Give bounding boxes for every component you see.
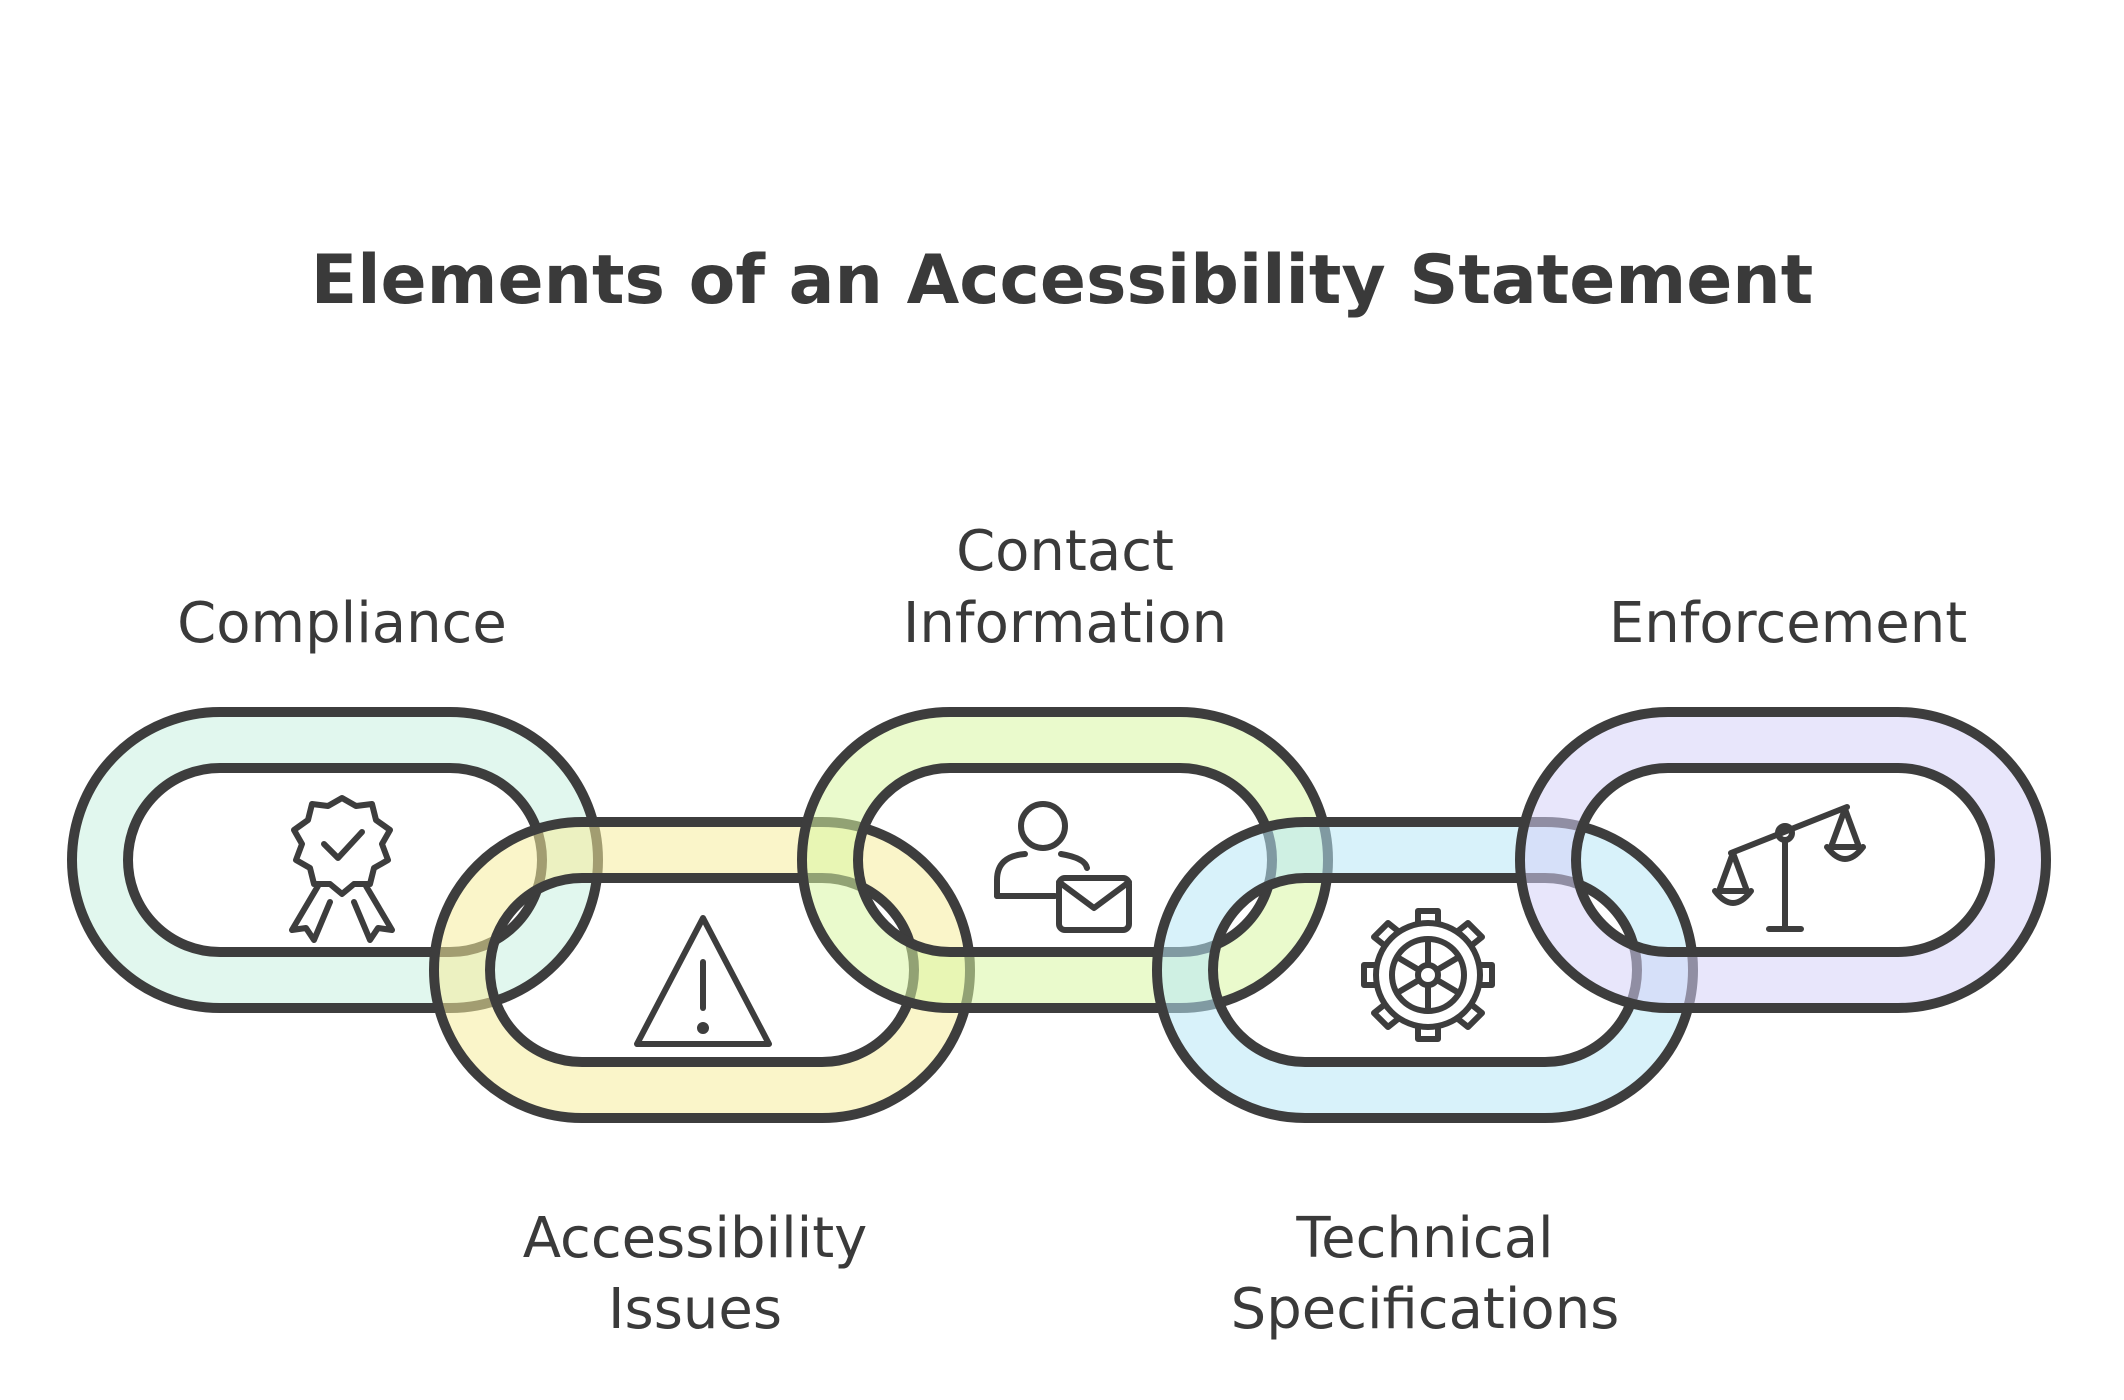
person-mail-icon bbox=[994, 801, 1132, 933]
label-accessibility-issues-line1: Accessibility bbox=[523, 1206, 868, 1271]
label-contact-information-line1: Contact bbox=[956, 519, 1174, 584]
label-compliance: Compliance bbox=[177, 591, 507, 656]
balance-scale-icon bbox=[1712, 804, 1866, 932]
chain-link-enforcement bbox=[1515, 707, 2051, 1013]
page-title: Elements of an Accessibility Statement bbox=[311, 241, 1813, 320]
gear-icon bbox=[1361, 908, 1495, 1042]
label-contact-information-line2: Information bbox=[903, 591, 1227, 656]
label-accessibility-issues-line2: Issues bbox=[608, 1277, 782, 1342]
label-technical-specifications-line2: Specifications bbox=[1231, 1277, 1620, 1342]
award-badge-icon bbox=[289, 795, 395, 943]
warning-triangle-icon bbox=[634, 915, 772, 1047]
link-fill bbox=[1522, 714, 2044, 1006]
label-technical-specifications-line1: Technical bbox=[1295, 1206, 1553, 1271]
label-enforcement: Enforcement bbox=[1609, 591, 1967, 656]
